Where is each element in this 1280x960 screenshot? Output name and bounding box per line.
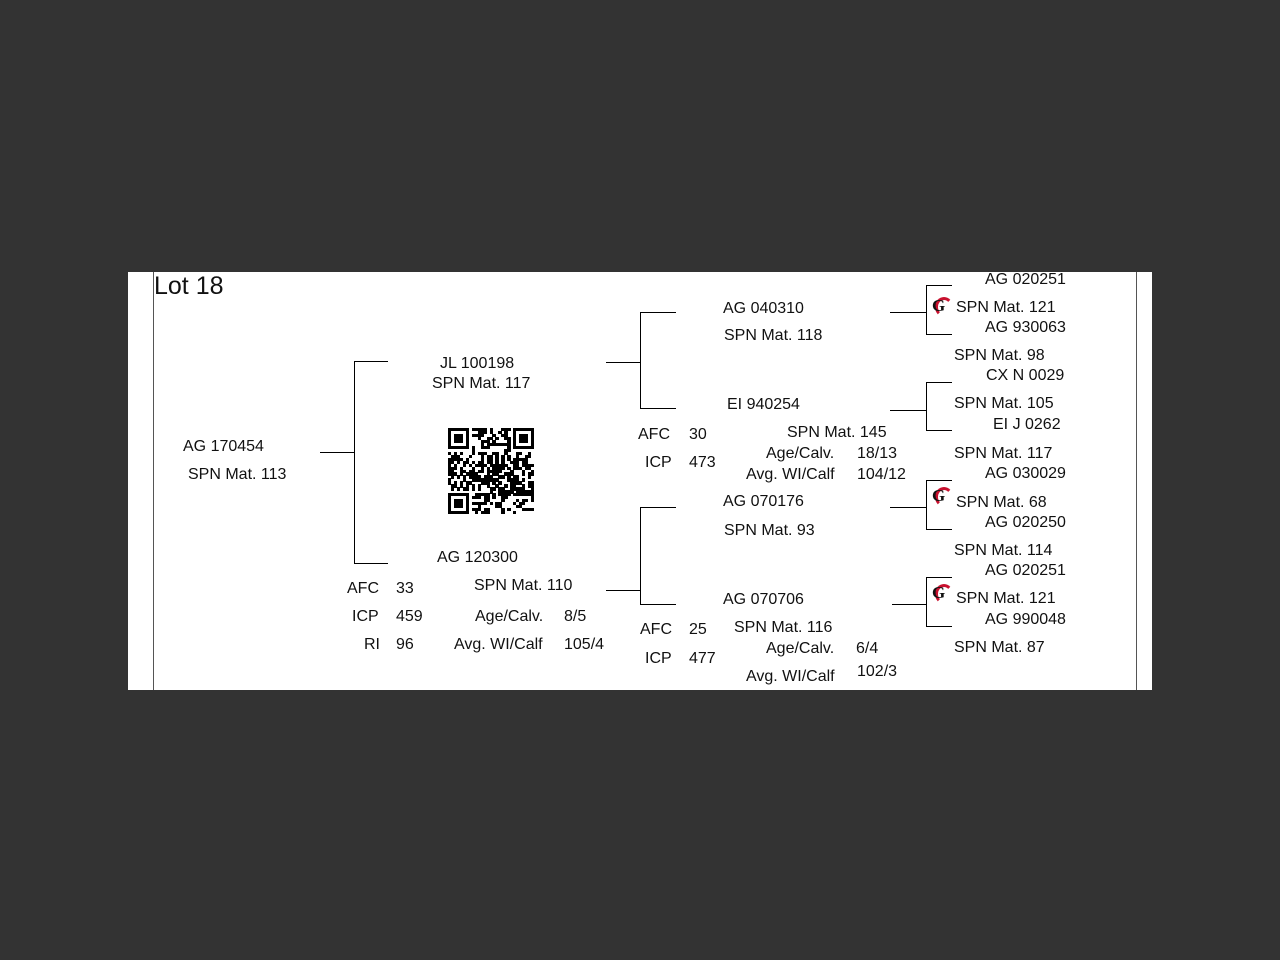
- connector-line: [320, 452, 354, 453]
- gp-ds-id: AG 070176: [723, 493, 804, 510]
- gp-sd-age-label: Age/Calv.: [766, 445, 835, 462]
- dam-afc-label: AFC: [347, 580, 379, 597]
- gp-dd-wi-value: 102/3: [857, 663, 898, 680]
- gp-sd-icp-label: ICP: [645, 454, 672, 471]
- connector-line: [926, 285, 927, 335]
- dam-spn: SPN Mat. 110: [474, 577, 573, 594]
- gp-sd-age-value: 18/13: [857, 445, 898, 462]
- ggp-7-spn: SPN Mat. 121: [956, 590, 1056, 607]
- gp-ds-spn: SPN Mat. 93: [724, 522, 815, 539]
- connector-line: [892, 604, 926, 605]
- gp-sd-afc-value: 30: [689, 426, 707, 443]
- connector-line: [926, 285, 952, 286]
- ggp-1-id: AG 020251: [985, 272, 1066, 288]
- connector-line: [354, 361, 355, 564]
- connector-line: [890, 312, 926, 313]
- right-margin-rule: [1136, 272, 1137, 690]
- animal-spn: SPN Mat. 113: [188, 466, 287, 483]
- gp-sd-afc-label: AFC: [638, 426, 670, 443]
- gp-sd-wi-label: Avg. WI/Calf: [746, 466, 835, 483]
- ggp-6-id: AG 020250: [985, 514, 1066, 531]
- gp-dd-age-label: Age/Calv.: [766, 640, 835, 657]
- connector-line: [926, 382, 952, 383]
- dam-icp-value: 459: [396, 608, 423, 625]
- ggp-2-spn: SPN Mat. 98: [954, 347, 1045, 364]
- connector-line: [926, 577, 952, 578]
- gp-dd-icp-value: 477: [689, 650, 716, 667]
- connector-line: [606, 362, 640, 363]
- gp-dd-id: AG 070706: [723, 591, 804, 608]
- dam-age-label: Age/Calv.: [475, 608, 544, 625]
- ggp-1-spn: SPN Mat. 121: [956, 299, 1056, 316]
- pedigree-page: Lot 18 AG 170454 SPN Mat. 113 JL 100198 …: [128, 272, 1152, 690]
- connector-line: [926, 577, 927, 627]
- ggp-4-id: EI J 0262: [993, 416, 1061, 433]
- dam-wi-value: 105/4: [564, 636, 605, 653]
- gp-dd-age-value: 6/4: [856, 640, 879, 657]
- dam-ri-label: RI: [364, 636, 380, 653]
- connector-line: [926, 382, 927, 431]
- connector-line: [640, 408, 676, 409]
- animal-id: AG 170454: [183, 438, 264, 455]
- gp-dd-icp-label: ICP: [645, 650, 672, 667]
- left-margin-rule: [153, 272, 154, 690]
- lot-title: Lot 18: [154, 272, 224, 300]
- gp-dd-wi-label: Avg. WI/Calf: [746, 668, 835, 685]
- connector-line: [640, 604, 676, 605]
- gp-sd-wi-value: 104/12: [857, 466, 906, 483]
- connector-line: [926, 480, 927, 530]
- qr-code-icon: [448, 428, 535, 515]
- connector-line: [926, 334, 952, 335]
- connector-line: [640, 507, 641, 605]
- gp-sd-id: EI 940254: [727, 396, 800, 413]
- gp-dd-afc-label: AFC: [640, 621, 672, 638]
- dam-age-value: 8/5: [564, 608, 587, 625]
- ggp-8-spn: SPN Mat. 87: [954, 639, 1045, 656]
- connector-line: [606, 590, 640, 591]
- ggp-5-spn: SPN Mat. 68: [956, 494, 1047, 511]
- gp-ss-spn: SPN Mat. 118: [724, 327, 823, 344]
- connector-line: [640, 507, 676, 508]
- connector-line: [354, 361, 388, 362]
- ggp-5-id: AG 030029: [985, 465, 1066, 482]
- connector-line: [890, 507, 926, 508]
- gp-sd-icp-value: 473: [689, 454, 716, 471]
- ggp-4-spn: SPN Mat. 117: [954, 445, 1053, 462]
- dam-afc-value: 33: [396, 580, 414, 597]
- ggp-7-id: AG 020251: [985, 562, 1066, 579]
- ggp-2-id: AG 930063: [985, 319, 1066, 336]
- dam-wi-label: Avg. WI/Calf: [454, 636, 543, 653]
- dam-ri-value: 96: [396, 636, 414, 653]
- ggp-3-spn: SPN Mat. 105: [954, 395, 1054, 412]
- dam-icp-label: ICP: [352, 608, 379, 625]
- ggp-3-id: CX N 0029: [986, 367, 1065, 384]
- gp-dd-spn: SPN Mat. 116: [734, 619, 833, 636]
- genotype-logo-icon: G: [932, 486, 954, 508]
- gp-ss-id: AG 040310: [723, 300, 804, 317]
- connector-line: [926, 529, 952, 530]
- genotype-logo-icon: G: [932, 583, 954, 605]
- connector-line: [926, 430, 952, 431]
- sire-id: JL 100198: [440, 355, 515, 372]
- ggp-8-id: AG 990048: [985, 611, 1066, 628]
- sire-spn: SPN Mat. 117: [432, 375, 531, 392]
- gp-sd-spn: SPN Mat. 145: [787, 424, 887, 441]
- connector-line: [354, 563, 388, 564]
- connector-line: [640, 312, 676, 313]
- connector-line: [640, 312, 641, 409]
- gp-dd-afc-value: 25: [689, 621, 707, 638]
- genotype-logo-icon: G: [932, 296, 954, 318]
- connector-line: [926, 626, 952, 627]
- ggp-6-spn: SPN Mat. 114: [954, 542, 1053, 559]
- dam-id: AG 120300: [437, 549, 518, 566]
- connector-line: [890, 410, 926, 411]
- connector-line: [926, 480, 952, 481]
